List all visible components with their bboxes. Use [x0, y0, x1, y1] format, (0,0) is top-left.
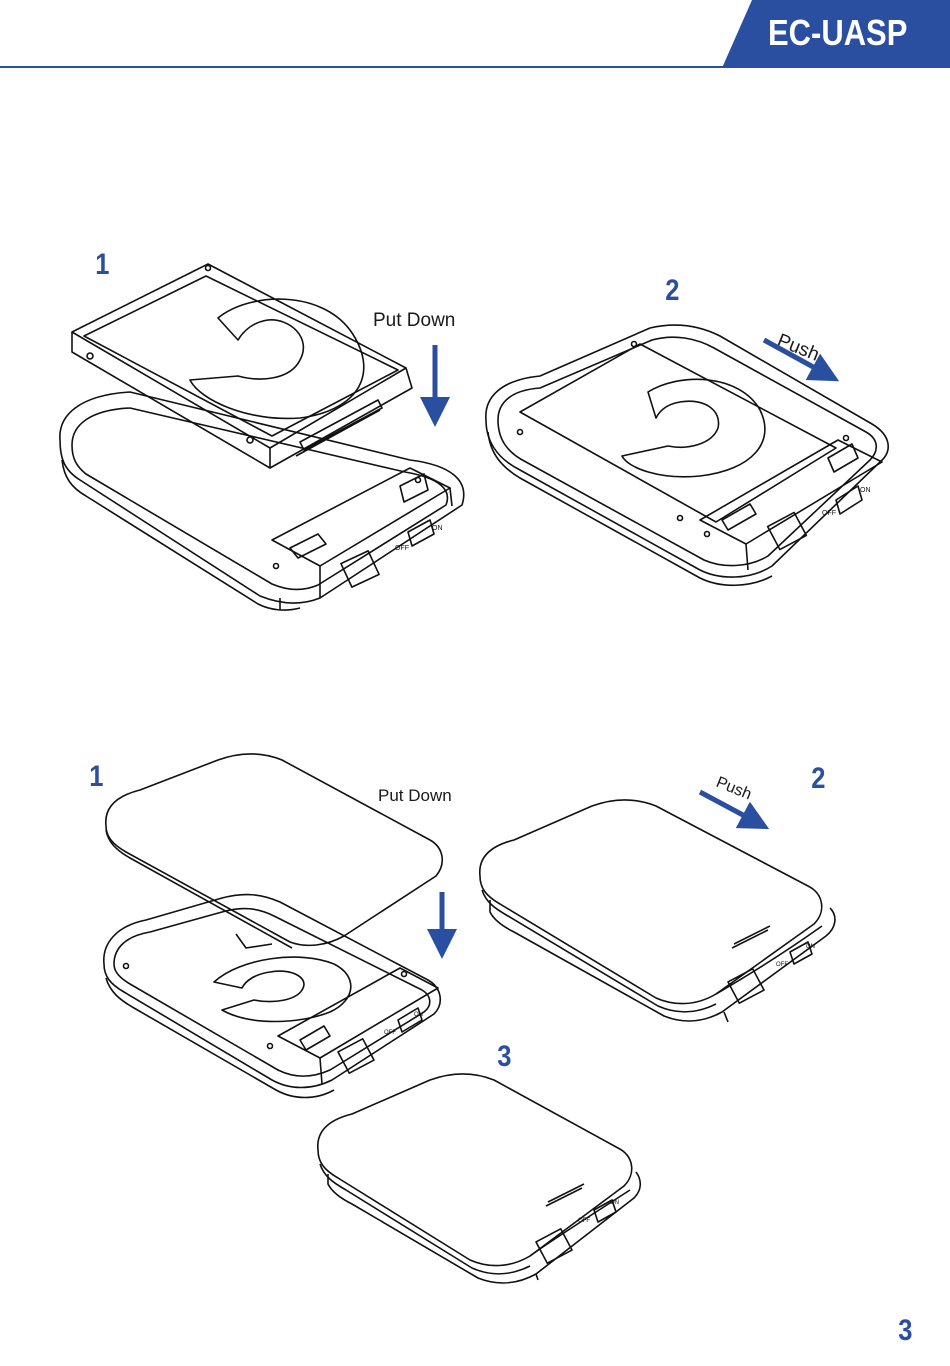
push-arrow-bottom	[700, 792, 756, 822]
bottom-step-1-illustration: OFF ON	[104, 754, 442, 1098]
bottom-3-switch-on-label: ON	[610, 1200, 619, 1206]
top-step-2-illustration: OFF ON	[486, 325, 888, 585]
top-1-switch-off-label: OFF	[395, 545, 409, 552]
bottom-step-2-illustration: OFF ON	[480, 800, 835, 1022]
bottom-2-switch-off-label: OFF	[776, 962, 788, 968]
top-2-switch-off-label: OFF	[822, 510, 836, 517]
top-2-switch-on-label: ON	[860, 487, 871, 494]
bottom-2-switch-on-label: ON	[806, 944, 815, 950]
top-1-switch-on-label: ON	[432, 525, 443, 532]
page-number: 3	[899, 1314, 913, 1348]
top-step-1-illustration: OFF ON	[60, 264, 464, 610]
bottom-1-switch-off-label: OFF	[384, 1030, 396, 1036]
push-arrow-top	[764, 340, 826, 374]
bottom-1-switch-on-label: ON	[414, 1012, 423, 1018]
bottom-3-switch-off-label: OFF	[578, 1218, 590, 1224]
bottom-step-3-illustration: OFF ON	[318, 1074, 640, 1283]
